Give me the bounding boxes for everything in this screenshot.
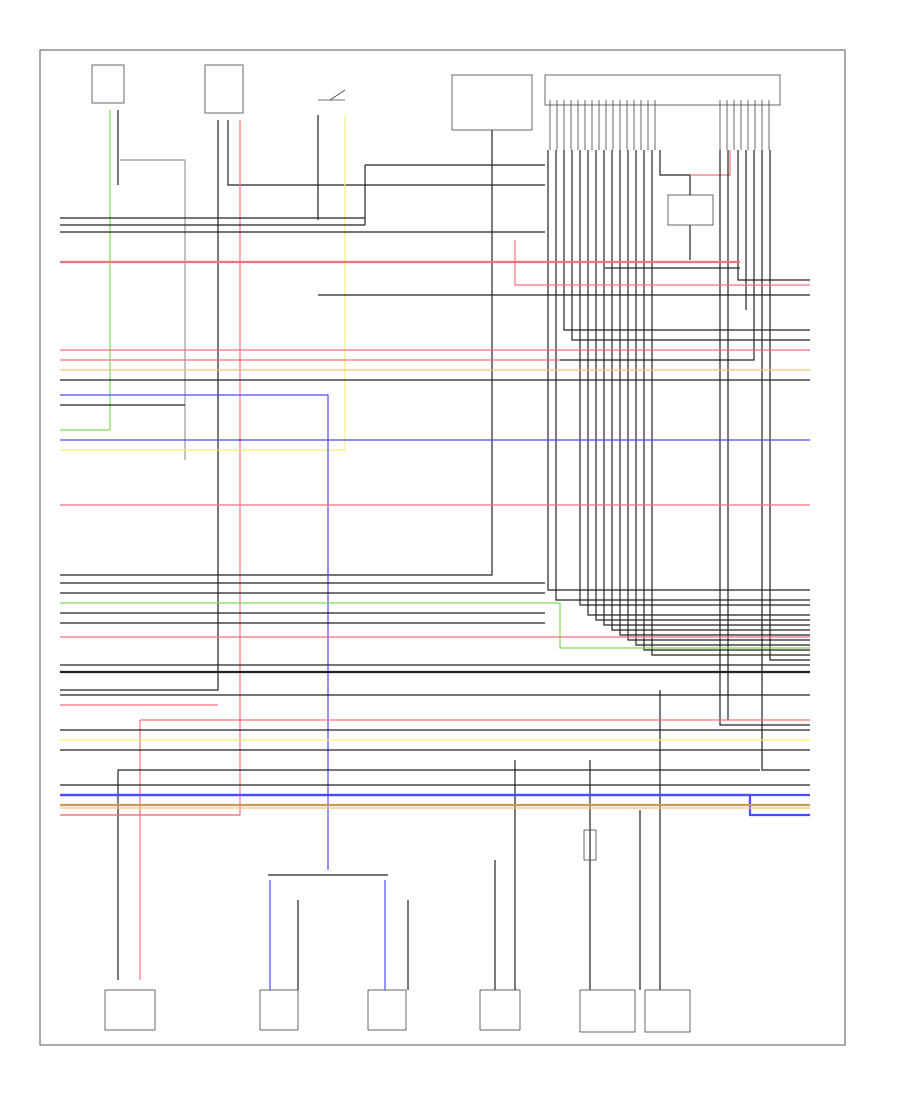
top-components <box>91 64 781 226</box>
bottom-components <box>104 829 691 1033</box>
top-component-6-box <box>544 74 781 106</box>
vertical-wires <box>60 110 810 990</box>
relay-box-right <box>667 194 714 226</box>
top-component-5-box <box>451 74 533 131</box>
bottom-component-2-box <box>259 989 299 1031</box>
top-component-2-box <box>204 64 244 114</box>
top-component-1-box <box>91 64 125 104</box>
bottom-component-1-box <box>104 989 156 1031</box>
horizontal-wires <box>60 217 810 817</box>
bottom-component-6-box <box>644 989 691 1033</box>
fuse-box <box>583 829 597 861</box>
top-component-3-symbol <box>318 89 346 101</box>
bottom-component-3-box <box>367 989 407 1031</box>
diagram-frame <box>39 49 846 1046</box>
bottom-component-4-box <box>479 989 521 1031</box>
bottom-component-5-box <box>579 989 636 1033</box>
